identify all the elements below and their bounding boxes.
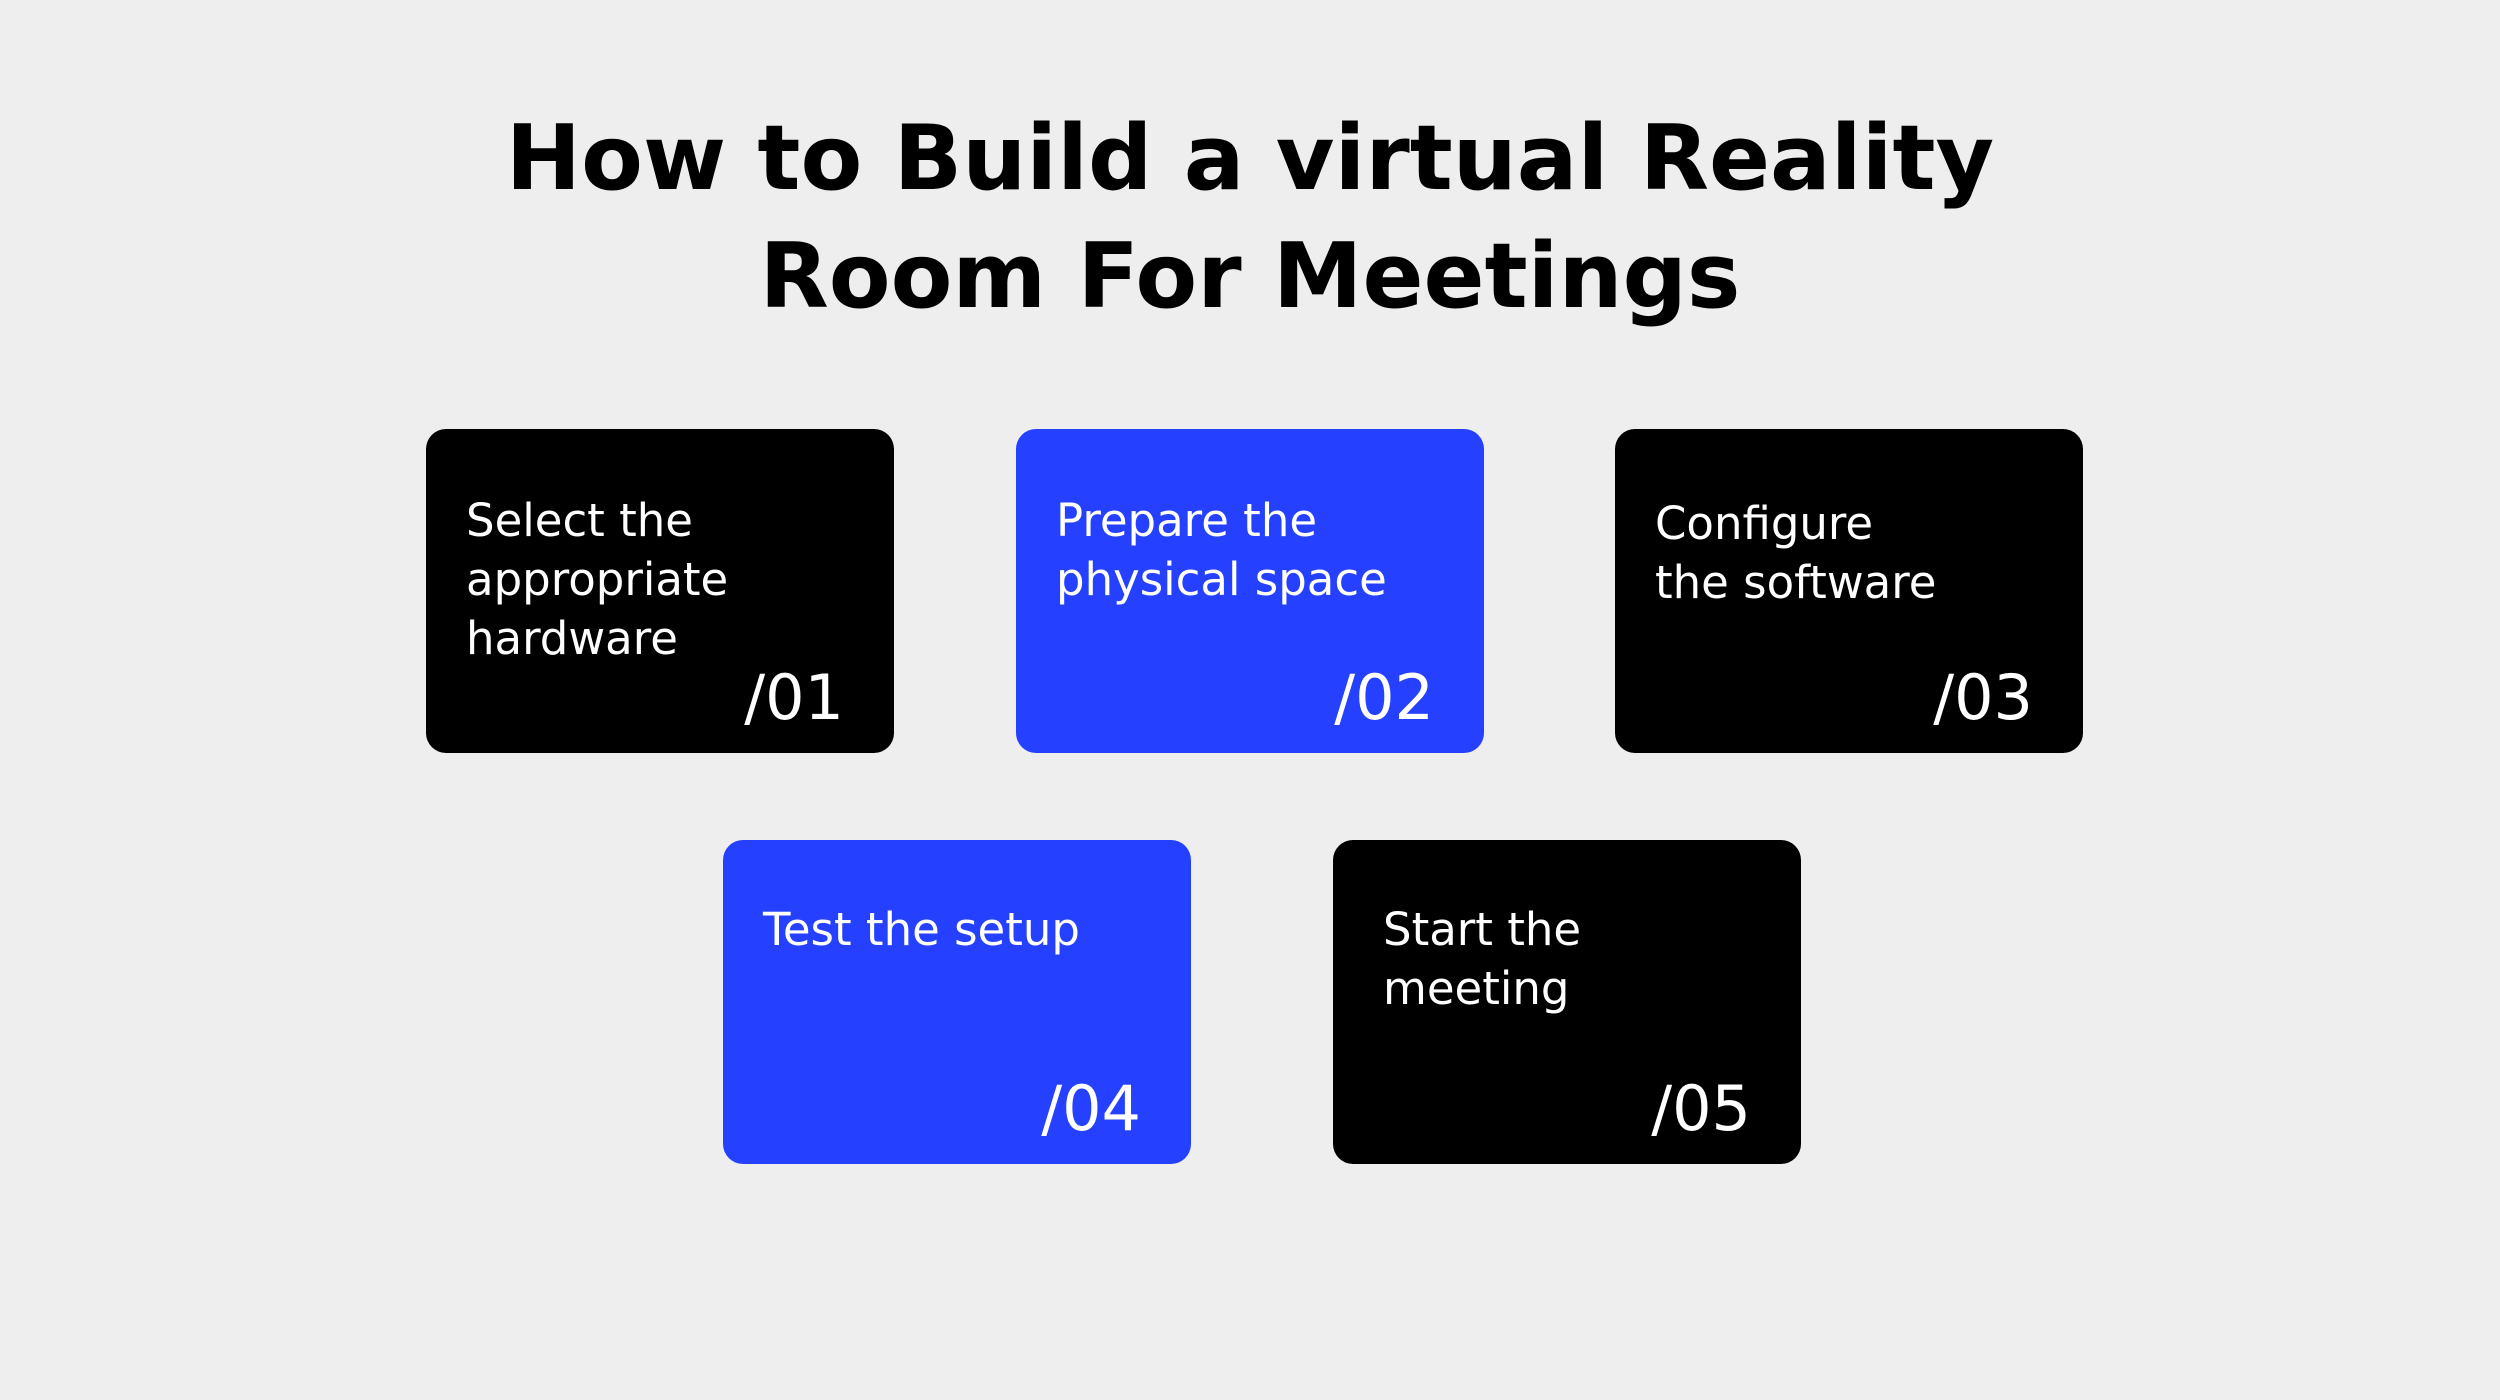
step-label-line: Select the — [466, 494, 693, 547]
step-label: Select the appropriate hardware — [466, 491, 866, 668]
step-label-line: physical space — [1056, 553, 1387, 606]
title-line-2: Room For Meetings — [759, 224, 1741, 329]
step-card-5: Start the meeting /05 — [1333, 840, 1801, 1164]
step-card-2: Prepare the physical space /02 — [1016, 429, 1484, 753]
step-label-line: the software — [1655, 556, 1937, 609]
title-line-1: How to Build a virtual Reality — [505, 106, 1995, 211]
step-label-line: hardware — [466, 612, 678, 665]
step-number: /04 — [1041, 1072, 1141, 1145]
step-card-4: Test the setup /04 — [723, 840, 1191, 1164]
step-label: Start the meeting — [1383, 900, 1783, 1018]
step-card-3: Configure the software /03 — [1615, 429, 2083, 753]
step-number: /02 — [1334, 661, 1434, 734]
page-title: How to Build a virtual Reality Room For … — [0, 100, 2500, 336]
step-card-1: Select the appropriate hardware /01 — [426, 429, 894, 753]
step-label-line: meeting — [1383, 962, 1570, 1015]
step-label: Prepare the physical space — [1056, 491, 1456, 609]
step-label-line: Configure — [1655, 497, 1874, 550]
step-number: /05 — [1651, 1072, 1751, 1145]
step-label-line: appropriate — [466, 553, 729, 606]
step-label: Test the setup — [763, 900, 1163, 959]
step-label-line: Test the setup — [763, 903, 1080, 956]
step-label-line: Start the — [1383, 903, 1582, 956]
step-number: /03 — [1933, 661, 2033, 734]
step-label-line: Prepare the — [1056, 494, 1318, 547]
step-label: Configure the software — [1655, 494, 2055, 612]
step-number: /01 — [744, 661, 844, 734]
